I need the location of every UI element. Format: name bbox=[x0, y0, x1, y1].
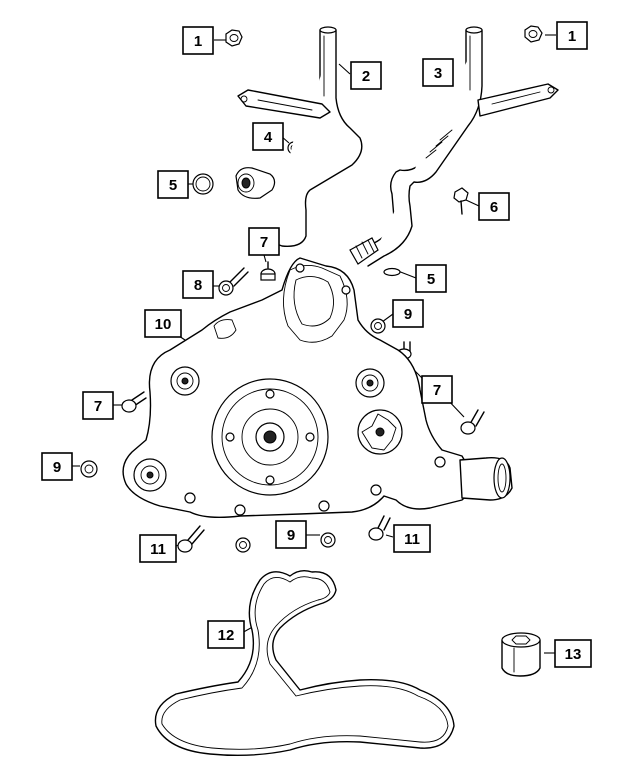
callout-c9a: 9 bbox=[392, 299, 424, 328]
part-5-seal-left bbox=[192, 173, 214, 195]
part-7-bolt-left bbox=[121, 391, 147, 413]
part-11-bolt-left bbox=[177, 525, 205, 553]
part-12-gasket bbox=[154, 569, 455, 757]
callout-box bbox=[556, 21, 588, 50]
callout-number: 5 bbox=[427, 271, 435, 288]
callout-c11b: 11 bbox=[393, 524, 431, 553]
part-7-bolt-top bbox=[260, 261, 276, 281]
part-6-bolt bbox=[453, 187, 469, 215]
callout-number: 2 bbox=[362, 68, 370, 85]
part-9-nut-bottom-left bbox=[235, 537, 251, 553]
callout-c10: 10 bbox=[144, 309, 182, 338]
callout-c3: 3 bbox=[422, 58, 454, 87]
part-11-bolt-right bbox=[368, 515, 391, 541]
callout-c7a: 7 bbox=[248, 227, 280, 256]
callout-box bbox=[139, 534, 177, 563]
callout-box bbox=[144, 309, 182, 338]
callout-number: 4 bbox=[264, 129, 273, 146]
part-9-nut-bottom-center bbox=[320, 532, 336, 548]
callout-box bbox=[478, 192, 510, 221]
callout-c4: 4 bbox=[252, 122, 284, 151]
part-1-nut-right bbox=[524, 25, 543, 43]
callout-number: 1 bbox=[568, 28, 576, 45]
callout-box bbox=[252, 122, 284, 151]
callout-box bbox=[421, 375, 453, 404]
callout-number: 6 bbox=[490, 199, 498, 216]
callout-c5a: 5 bbox=[157, 170, 189, 199]
part-10-water-pump-housing bbox=[122, 257, 513, 519]
callout-box bbox=[275, 520, 307, 549]
callout-c7b: 7 bbox=[82, 391, 114, 420]
callout-number: 12 bbox=[218, 627, 235, 644]
callout-number: 9 bbox=[287, 527, 295, 544]
callout-c12: 12 bbox=[207, 620, 245, 649]
callout-c2: 2 bbox=[350, 61, 382, 90]
part-13-socket bbox=[501, 632, 541, 677]
callout-number: 5 bbox=[169, 177, 177, 194]
callout-number: 3 bbox=[434, 65, 442, 82]
part-7-bolt-right-lower bbox=[460, 409, 485, 435]
callout-box bbox=[350, 61, 382, 90]
callout-c9b: 9 bbox=[41, 452, 73, 481]
callout-box bbox=[207, 620, 245, 649]
part-1-nut-left bbox=[225, 29, 243, 47]
callout-box bbox=[157, 170, 189, 199]
callout-c1b: 1 bbox=[556, 21, 588, 50]
callout-number: 9 bbox=[53, 459, 61, 476]
part-8-bolt bbox=[218, 267, 249, 296]
callout-number: 7 bbox=[433, 382, 441, 399]
callout-number: 7 bbox=[260, 234, 268, 251]
callout-number: 11 bbox=[404, 531, 420, 548]
part-2-coolant-tube-left bbox=[235, 26, 363, 247]
callout-number: 11 bbox=[150, 541, 166, 558]
callout-box bbox=[392, 299, 424, 328]
callout-c8: 8 bbox=[182, 270, 214, 299]
callout-c1a: 1 bbox=[182, 26, 214, 55]
callout-number: 7 bbox=[94, 398, 102, 415]
callout-number: 1 bbox=[194, 33, 202, 50]
callout-box bbox=[415, 264, 447, 293]
callout-c6: 6 bbox=[478, 192, 510, 221]
part-5-seal-right bbox=[383, 267, 401, 277]
callout-number: 9 bbox=[404, 306, 412, 323]
callout-box bbox=[554, 639, 592, 668]
callout-c13: 13 bbox=[554, 639, 592, 668]
callout-box bbox=[248, 227, 280, 256]
callout-box bbox=[41, 452, 73, 481]
part-9-nut-upper bbox=[370, 318, 386, 334]
callout-c11a: 11 bbox=[139, 534, 177, 563]
callout-number: 13 bbox=[565, 646, 582, 663]
callout-number: 10 bbox=[155, 316, 172, 333]
callout-c5b: 5 bbox=[415, 264, 447, 293]
callout-c9c: 9 bbox=[275, 520, 307, 549]
callout-number: 8 bbox=[194, 277, 202, 294]
callout-box bbox=[182, 270, 214, 299]
part-9-nut-left bbox=[80, 460, 98, 478]
callout-c7c: 7 bbox=[421, 375, 453, 404]
callout-box bbox=[393, 524, 431, 553]
callout-box bbox=[82, 391, 114, 420]
callout-box bbox=[182, 26, 214, 55]
callout-box bbox=[422, 58, 454, 87]
